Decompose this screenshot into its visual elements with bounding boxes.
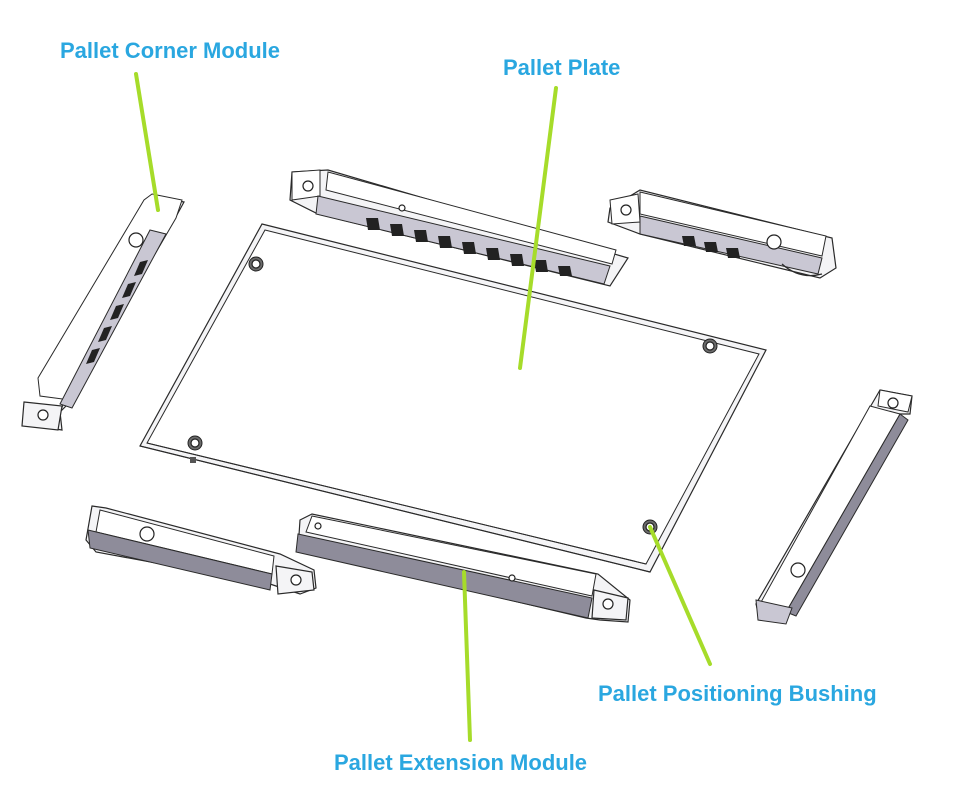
pallet-plate (139, 223, 767, 573)
label-corner-module: Pallet Corner Module (60, 38, 281, 63)
label-plate: Pallet Plate (503, 55, 621, 80)
corner-module-right (755, 389, 913, 625)
corner-module-top-right (607, 189, 837, 279)
label-bushing: Pallet Positioning Bushing (598, 681, 877, 706)
corner-module-left (21, 193, 185, 431)
leader-extension-module (462, 570, 472, 742)
label-extension-module: Pallet Extension Module (334, 750, 588, 775)
leader-plate (518, 86, 558, 370)
extension-module-top (289, 169, 629, 287)
leader-corner-module (134, 72, 160, 212)
corner-module-bottom-left (85, 505, 317, 595)
extension-module-bottom (295, 513, 631, 623)
leader-bushing (648, 525, 712, 666)
